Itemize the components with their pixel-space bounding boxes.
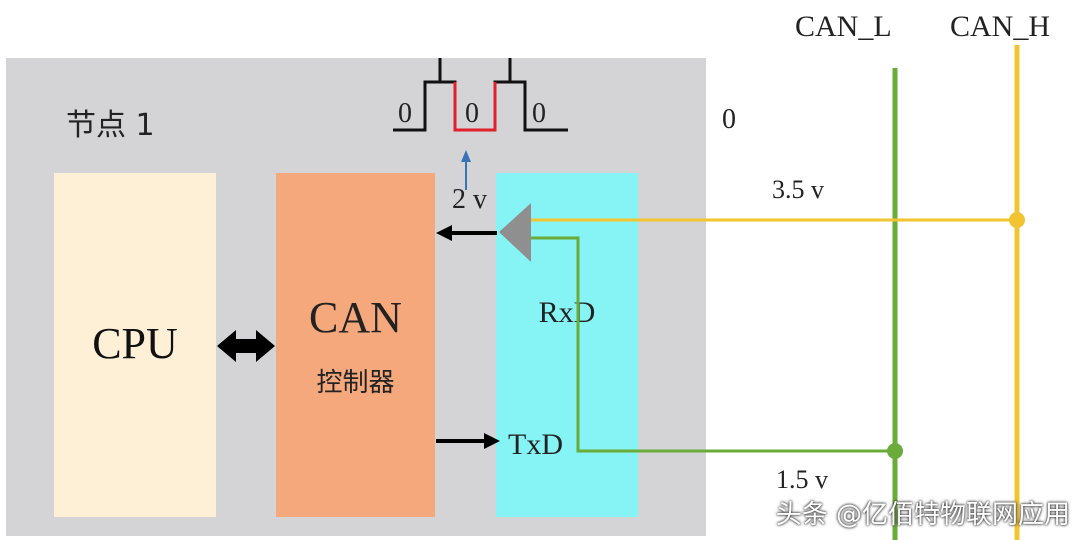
cpu-label: CPU — [92, 319, 178, 368]
comparator-icon — [499, 203, 531, 262]
can-l-voltage-label: 1.5 v — [776, 465, 828, 494]
can-h-junction — [1009, 212, 1025, 228]
can-h-voltage-label: 3.5 v — [772, 175, 824, 204]
rxd-label: RxD — [538, 296, 596, 329]
txd-label: TxD — [508, 428, 563, 461]
txd-arrow-head — [484, 433, 500, 449]
rxd-arrow-head — [436, 225, 452, 241]
watermark: 头条 @亿佰特物联网应用 — [775, 500, 1070, 530]
can-l-label: CAN_L — [795, 10, 892, 43]
can-controller-block — [276, 173, 435, 517]
bit-label-0-first: 0 — [398, 98, 412, 129]
output-bit-label: 0 — [722, 104, 736, 135]
can-l-junction — [887, 443, 903, 459]
bit-label-0-third: 0 — [532, 98, 546, 129]
can-l-wire — [524, 236, 895, 453]
can-h-label: CAN_H — [950, 10, 1051, 43]
can-controller-sublabel: 控制器 — [316, 368, 395, 398]
sample-arrow-head — [461, 150, 471, 162]
node-title: 节点 1 — [66, 108, 155, 143]
bidirectional-arrow-icon — [217, 330, 275, 362]
can-controller-label: CAN — [309, 293, 402, 342]
cpu-block — [54, 173, 216, 517]
bit-label-0-second: 0 — [465, 98, 479, 129]
bit-waveform-highlight — [453, 82, 497, 132]
rx-voltage-label: 2 v — [452, 184, 487, 215]
